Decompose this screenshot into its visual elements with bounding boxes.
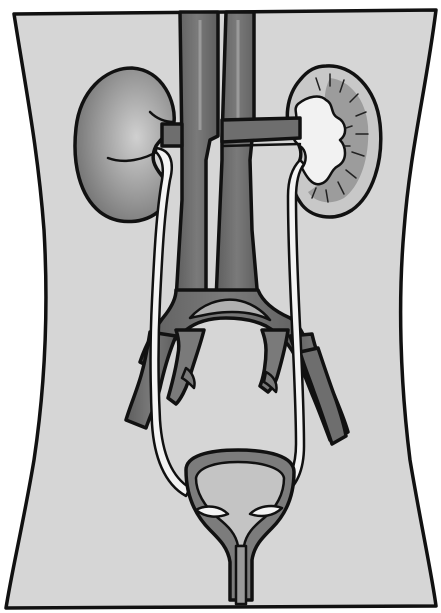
urethra [236,546,246,604]
left-renal-vessel [162,124,182,146]
right-renal-vessel [222,118,300,142]
